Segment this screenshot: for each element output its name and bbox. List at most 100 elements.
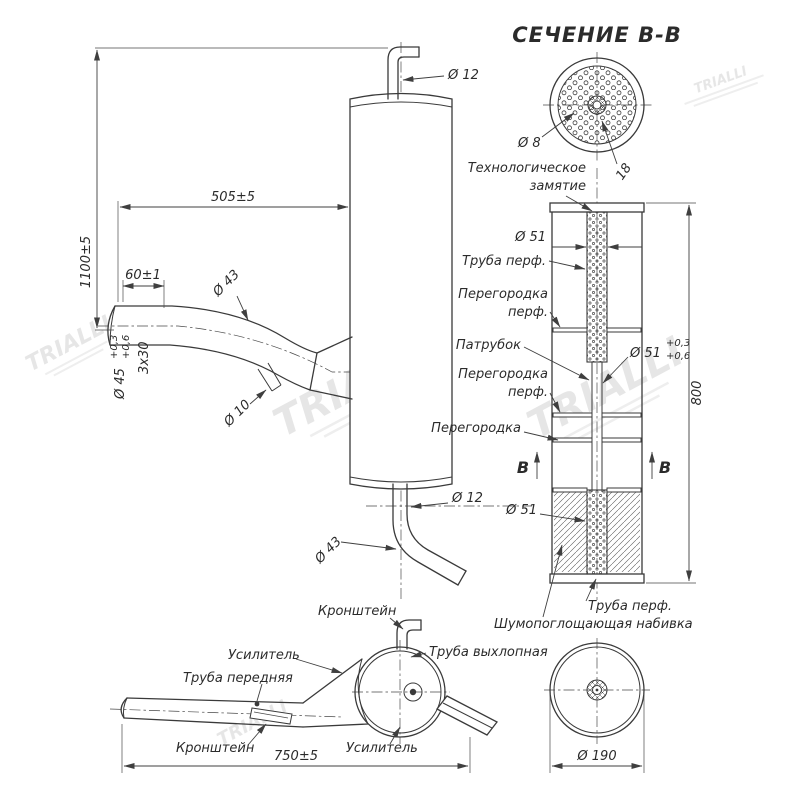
label-pipe-perf-top: Труба перф. xyxy=(462,254,586,270)
label-tech-dent-line2: замятие xyxy=(529,179,586,194)
bottom-outlet-pipe xyxy=(392,483,467,586)
outlet-stub-circle xyxy=(403,682,423,702)
assembly-front-pipe xyxy=(120,697,304,728)
tolerance-upper: +0,3 xyxy=(666,338,690,349)
label-bracket-top-text: Кронштейн xyxy=(318,604,397,619)
dim-overall-750: 750±5 xyxy=(121,724,471,773)
muffler-bottom-seam xyxy=(349,476,453,483)
leader-dot xyxy=(254,701,260,707)
end-view-outline xyxy=(549,642,645,738)
section-title: СЕЧЕНИЕ В-В xyxy=(512,23,682,47)
label-patrubok: Патрубок xyxy=(456,338,590,381)
label-partition-perf2-line1: Перегородка xyxy=(458,367,548,382)
label-reinforcement-top: Усилитель xyxy=(228,648,343,674)
leader-line xyxy=(601,120,618,165)
dim-slots-3x30: 3х30 xyxy=(137,341,152,374)
dim-hole-text: Ø 8 xyxy=(517,136,541,151)
muffler-top-seam xyxy=(349,101,453,108)
leader-line xyxy=(549,392,561,413)
label-bracket-bottom-text: Кронштейн xyxy=(176,741,255,756)
assembly-view: Кронштейн Труба выхлопная Усилитель Труб… xyxy=(109,604,548,773)
dim-inlet-end-dia-text: Ø 45 xyxy=(113,368,128,400)
label-pipe-perf-top-text: Труба перф. xyxy=(462,254,546,269)
assembly-inlet-cone xyxy=(302,658,369,728)
dim-overall-1100: 1100±5 xyxy=(79,47,388,331)
label-pipe-perf-bottom: Труба перф. xyxy=(585,578,672,614)
label-front-pipe-text: Труба передняя xyxy=(183,671,293,686)
label-reinforcement-bottom-text: Усилитель xyxy=(346,741,418,756)
label-partition-plain: Перегородка xyxy=(431,421,559,441)
label-reinforcement-top-text: Усилитель xyxy=(228,648,300,663)
top-cap xyxy=(549,202,645,213)
drain-stub-outline xyxy=(257,362,282,392)
inlet-pipe-top-wall xyxy=(114,305,318,354)
label-partition-perf1-line2: перф. xyxy=(508,305,548,320)
dim-length-text: 800 xyxy=(690,381,705,406)
dim-diameter-190: Ø 190 xyxy=(549,694,645,773)
inlet-cone xyxy=(309,336,353,400)
front-pipe-centerline xyxy=(109,708,343,718)
dim-extension-lines xyxy=(121,724,471,773)
leader-line xyxy=(602,356,629,384)
label-sound-padding: Шумопоглощающая набивка xyxy=(494,544,693,632)
dim-extension-lines xyxy=(549,694,645,773)
leader-line xyxy=(539,513,586,523)
leader-line xyxy=(410,502,449,509)
leader-line xyxy=(585,578,597,602)
hook-outer-wall xyxy=(396,619,422,650)
label-patrubok-text: Патрубок xyxy=(456,338,521,353)
leader-line xyxy=(410,651,427,658)
dim-top-pipe-12: Ø 12 xyxy=(402,68,479,83)
label-exhaust-pipe: Труба выхлопная xyxy=(410,645,548,660)
assembly-hook-pipe xyxy=(396,619,422,650)
leader-line xyxy=(549,311,561,328)
label-sound-padding-text: Шумопоглощающая набивка xyxy=(494,617,693,632)
assembly-exhaust-tip xyxy=(436,695,498,736)
dim-body-offset-505: 505±5 xyxy=(117,190,349,302)
label-front-pipe: Труба передняя xyxy=(183,671,293,707)
tolerance-lower: +0,6 xyxy=(121,335,132,359)
dim-overall-text: 750±5 xyxy=(274,749,318,764)
perforated-pipe-top xyxy=(586,211,608,363)
main-muffler-view: 1100±5 505±5 60±1 Ø 43 Ø 45 +0,3 +0,6 xyxy=(79,42,532,600)
cone-weld-seam xyxy=(357,658,369,725)
tolerance-lower: +0,6 xyxy=(666,351,690,362)
leader-line xyxy=(389,726,401,745)
leader-line xyxy=(249,389,267,405)
leader-line xyxy=(402,75,445,82)
outlet-stub-center xyxy=(409,688,417,696)
partition-bottom-left xyxy=(552,487,588,493)
section-cut-marks: В В xyxy=(517,451,671,479)
watermark-text-bar xyxy=(53,348,104,377)
flange-outline xyxy=(549,57,645,153)
dim-patrubok-51: Ø 51 +0,3 +0,6 xyxy=(602,338,690,384)
section-mark-b-right: В xyxy=(659,458,671,477)
partition-perf-1-right xyxy=(606,327,642,333)
sound-padding-right xyxy=(607,492,640,572)
outlet-inner-wall xyxy=(406,483,467,572)
dim-inlet-straight-60: 60±1 xyxy=(122,268,165,308)
leader-line xyxy=(523,431,559,441)
dim-overall-text: 1100±5 xyxy=(79,236,94,288)
hook-pipe-outer-wall xyxy=(387,46,420,100)
tolerance-upper: +0,3 xyxy=(109,335,120,359)
assembly-bracket xyxy=(249,707,293,725)
dim-hole-8: Ø 8 xyxy=(517,112,575,151)
dim-patrubok-text: Ø 51 xyxy=(629,346,661,361)
leader-line xyxy=(548,260,586,270)
label-bracket-bottom: Кронштейн xyxy=(176,723,267,756)
section-bb-view: СЕЧЕНИЕ В-В Ø 8 18 xyxy=(512,23,682,183)
dim-outlet-hook-text: Ø 12 xyxy=(451,491,483,506)
dim-outlet-dia-text: Ø 43 xyxy=(312,534,345,567)
end-view: Ø 190 xyxy=(544,638,650,773)
label-pipe-perf-bottom-text: Труба перф. xyxy=(588,599,672,614)
dim-inlet-end-dia-45: Ø 45 +0,3 +0,6 xyxy=(109,335,132,400)
end-view-inner xyxy=(553,646,641,734)
dim-diameter-text: Ø 190 xyxy=(576,749,616,764)
leader-line xyxy=(541,112,575,138)
label-reinforcement-bottom: Усилитель xyxy=(346,726,418,756)
outlet-end-cap xyxy=(457,570,467,586)
watermark-text-bar xyxy=(44,340,108,376)
label-partition-text: Перегородка xyxy=(431,421,521,436)
outlet-outer-wall xyxy=(392,483,459,586)
